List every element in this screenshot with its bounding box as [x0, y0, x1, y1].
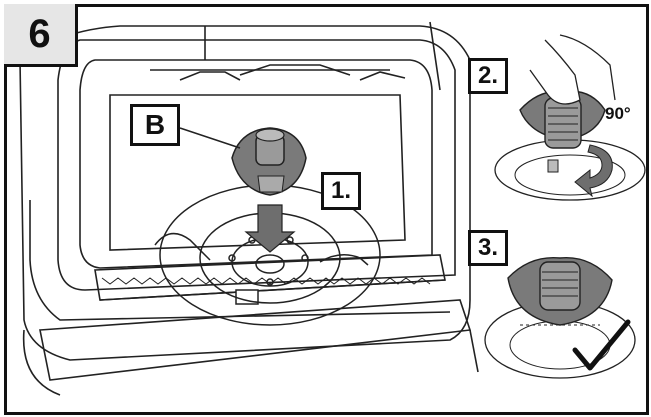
step-1-label: 1. — [321, 172, 361, 210]
trunk-outline — [19, 21, 479, 396]
detail-panel-3 — [484, 256, 636, 379]
step-number-box: 6 — [4, 4, 78, 67]
trunk-sill-pattern — [101, 277, 431, 285]
down-arrow-icon — [244, 204, 296, 253]
step-number: 6 — [28, 12, 51, 56]
locking-knob-b — [231, 127, 307, 196]
step-3-label: 3. — [468, 230, 508, 266]
checkmark-icon — [572, 319, 631, 371]
part-label-b: B — [130, 104, 180, 146]
detail-panel-2 — [494, 34, 646, 201]
step-2-label: 2. — [468, 58, 508, 94]
rotate-arrow-icon — [574, 144, 613, 198]
label-b-leader — [179, 127, 241, 149]
rotation-degree-label: 90° — [605, 104, 631, 123]
